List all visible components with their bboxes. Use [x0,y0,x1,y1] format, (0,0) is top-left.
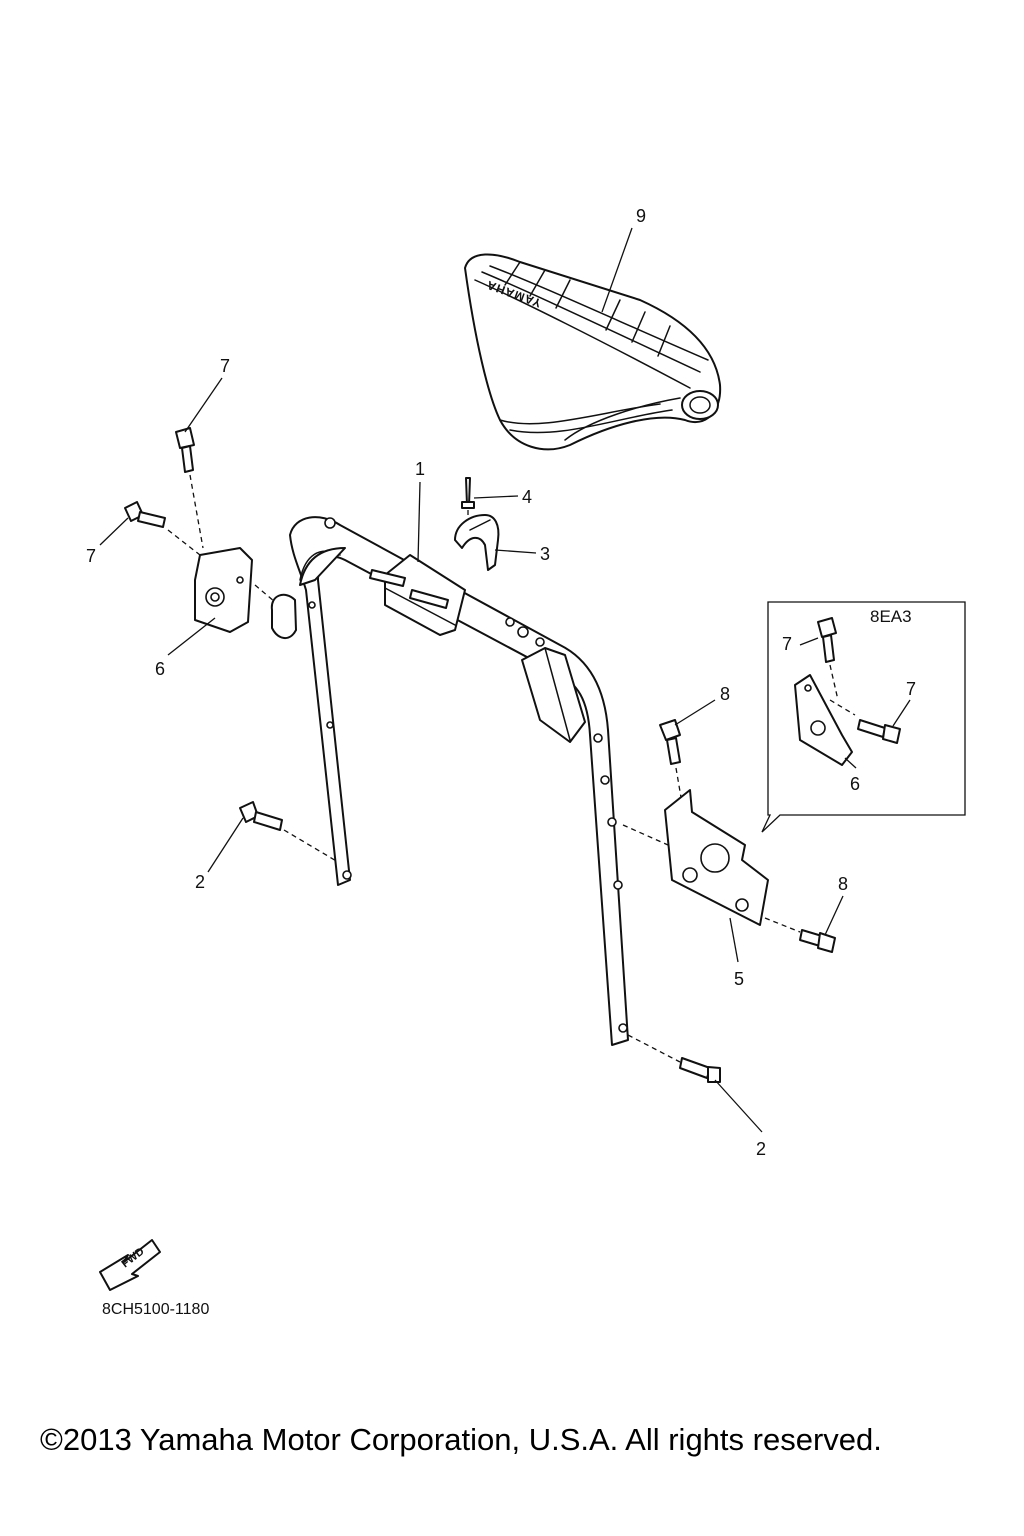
clip-3 [454,514,500,571]
inset-8ea3: 8EA3 [761,601,966,833]
callout-8-right: 8 [838,874,848,894]
callout-5: 5 [734,969,744,989]
callout-3: 3 [540,544,550,564]
bolt-7-left-top [175,427,204,549]
inset-bolt-7-right [857,719,901,744]
bracket-6-left [194,547,297,639]
inset-bracket-6 [794,674,853,766]
callout-2-right: 2 [756,1139,766,1159]
handle-pole [289,516,629,1046]
callout-7-top: 7 [220,356,230,376]
callout-1: 1 [415,459,425,479]
copyright-notice: ©2013 Yamaha Motor Corporation, U.S.A. A… [40,1422,882,1457]
callout-8-top: 8 [720,684,730,704]
diagram-code: 8CH5100-1180 [102,1301,209,1318]
insert-bolts [369,569,449,609]
callout-7-side: 7 [86,546,96,566]
inset-label: 8EA3 [870,607,912,626]
callout-6-left: 6 [155,659,165,679]
inset-callout-6: 6 [850,774,860,794]
bolt-2-right [627,1034,721,1083]
inset-callout-7-right: 7 [906,679,916,699]
bolt-8-right [764,917,836,953]
inset-callout-7-top: 7 [782,634,792,654]
callout-2-left: 2 [195,872,205,892]
bracket-5 [622,789,769,926]
bolt-7-left-side [124,501,201,556]
inset-bolt-7-top [817,617,837,663]
callout-9: 9 [636,206,646,226]
fwd-arrow-icon: FWD [99,1239,161,1291]
callout-4: 4 [522,487,532,507]
leader-lines [99,227,911,1133]
bolt-2-left [239,801,339,863]
handle-pad: YAMAHA [464,253,722,451]
